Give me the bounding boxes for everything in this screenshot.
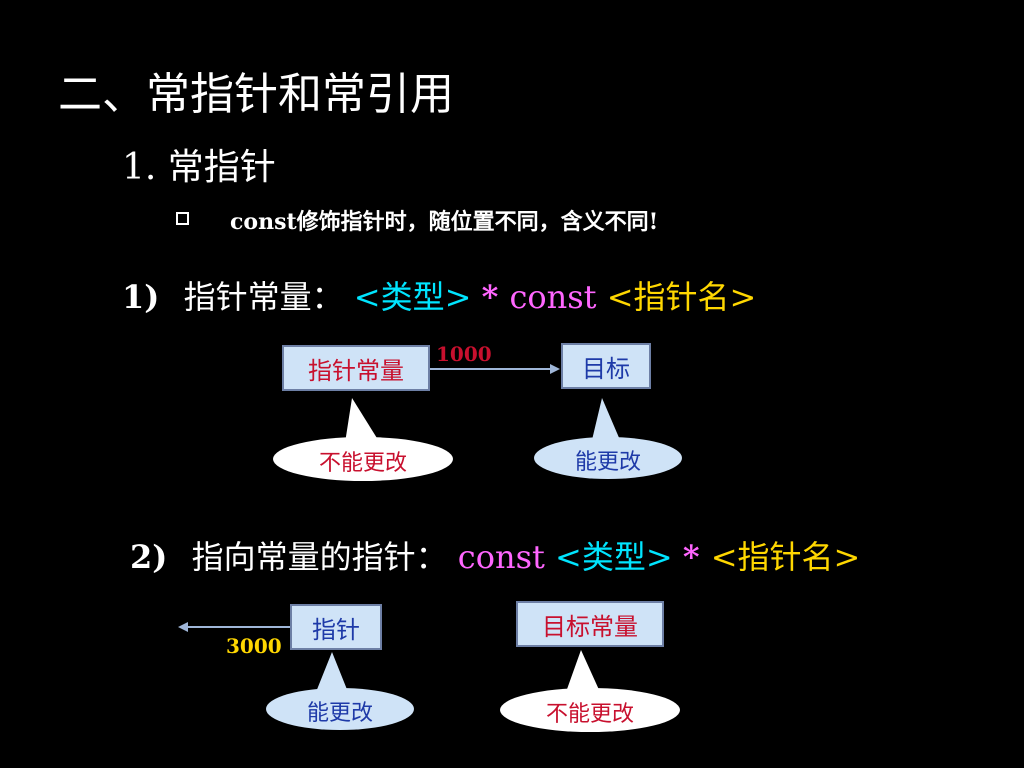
case1-line: 1) 指针常量： <类型> * const <指针名> (122, 272, 756, 318)
case2-const: const (457, 538, 545, 576)
case1-address: 1000 (436, 342, 492, 366)
case2-line: 2) 指向常量的指针： const <类型> * <指针名> (130, 532, 860, 578)
case2-callout-left-text: 能更改 (306, 701, 373, 726)
case1-callout-right-text: 能更改 (574, 450, 641, 475)
page-title: 二、常指针和常引用 (58, 69, 454, 120)
case2-arrowhead-icon (178, 622, 188, 632)
case2-callout-left-tail (316, 652, 348, 692)
case1-callout-left-text: 不能更改 (318, 451, 407, 476)
case2-target-box: 目标常量 (516, 601, 664, 647)
section-heading: 1. 常指针 (122, 147, 276, 188)
case1-callout-left (273, 437, 453, 481)
case2-number: 2) (130, 538, 168, 576)
case1-pointer-box: 指针常量 (282, 345, 430, 391)
case1-label: 指针常量： (183, 278, 344, 316)
case1-pointer-name: <指针名> (606, 278, 757, 316)
case2-callout-right-text: 不能更改 (545, 702, 634, 727)
case1-number: 1) (122, 278, 160, 316)
case1-callout-left-tail (345, 398, 380, 443)
case2-address: 3000 (226, 634, 282, 658)
case2-type: <类型> (555, 538, 673, 576)
case2-callout-right-tail (566, 650, 600, 692)
case1-const: const (509, 278, 597, 316)
case2-pointer-box: 指针 (290, 604, 382, 650)
bullet-text: const修饰指针时，随位置不同，含义不同! (230, 209, 659, 235)
case2-star: * (682, 538, 711, 576)
case2-label: 指向常量的指针： (191, 538, 448, 576)
case1-callout-right-tail (592, 398, 620, 440)
case1-callout-right (534, 437, 682, 479)
case1-target-box: 目标 (561, 343, 651, 389)
case1-type: <类型> (353, 278, 472, 316)
case2-pointer-name: <指针名> (710, 538, 861, 576)
checkbox-bullet-icon (176, 212, 189, 225)
case1-arrowhead-icon (550, 364, 560, 374)
case2-callout-right (500, 688, 680, 732)
case1-star: * (481, 278, 510, 316)
case2-callout-left (266, 688, 414, 730)
